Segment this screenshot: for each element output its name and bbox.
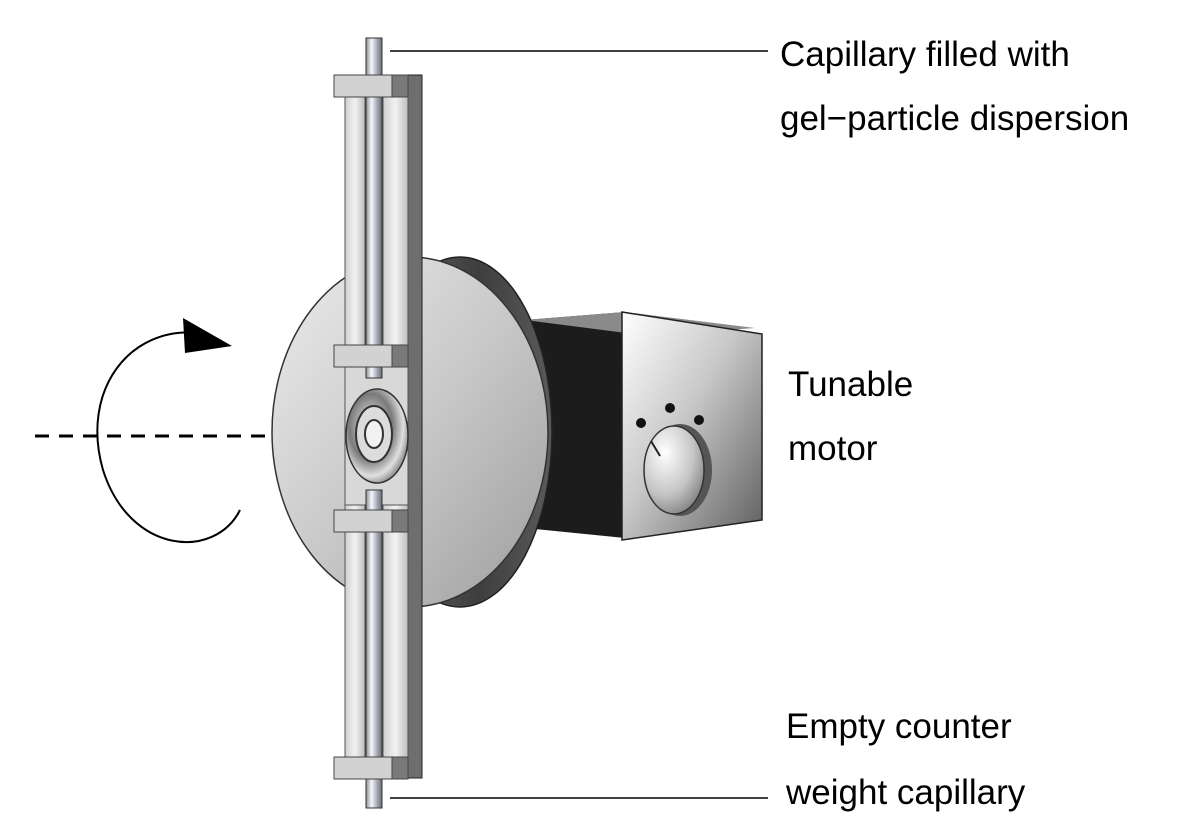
empty-capillary-label-line2: weight capillary <box>785 773 1026 812</box>
motor-box <box>525 311 763 541</box>
clamp-bottom <box>333 756 409 780</box>
tunable-motor-label-line1: Tunable <box>788 365 913 404</box>
rotation-arrowhead-icon <box>183 318 232 353</box>
empty-capillary-label-line1: Empty counter <box>786 707 1012 746</box>
clamp-top <box>333 74 409 98</box>
speed-knob-pointer-icon <box>650 440 661 457</box>
clamp-lower-mid <box>333 509 409 533</box>
motor-dot-right-icon <box>694 415 704 425</box>
rotation-arrow-icon <box>96 331 241 543</box>
empty-capillary-tube <box>365 489 383 809</box>
motor-dot-middle-icon <box>665 403 675 413</box>
speed-knob-icon <box>643 425 705 515</box>
frame-back-plate <box>407 74 423 779</box>
filled-capillary-tube <box>365 37 383 379</box>
capillary-filled-label-line1: Capillary filled with <box>780 35 1070 74</box>
clamp-upper-mid <box>333 344 409 368</box>
capillary-filled-label-line2: gel−particle dispersion <box>780 99 1129 138</box>
motor-dot-left-icon <box>636 418 646 428</box>
tunable-motor-label-line2: motor <box>788 429 878 468</box>
rotation-hub-icon <box>345 388 409 484</box>
motor-side-face <box>525 312 625 538</box>
